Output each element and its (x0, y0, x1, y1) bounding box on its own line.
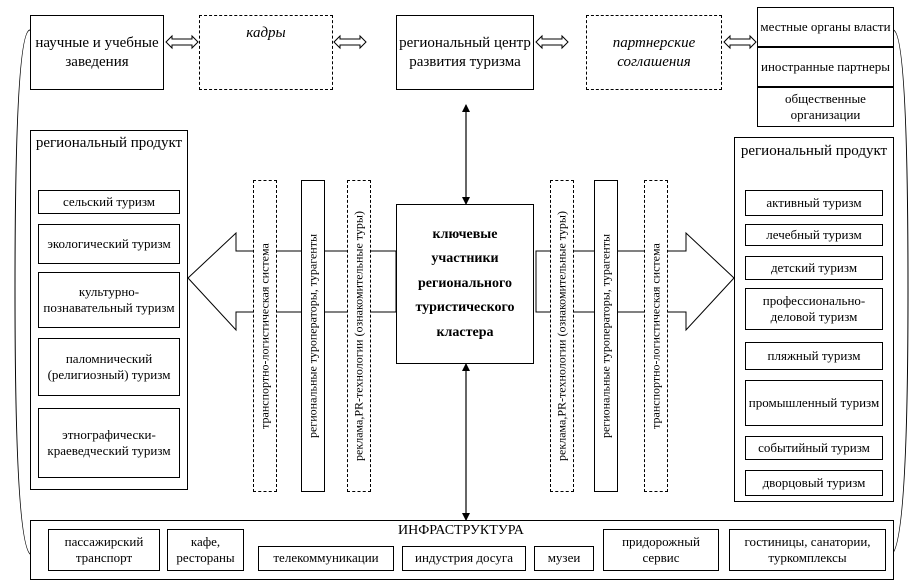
pr-technologies-left: реклама,PR-технологии (ознакомительные т… (347, 180, 371, 492)
left-product-title: региональный продукт (35, 135, 183, 151)
personnel-box: кадры (199, 15, 333, 90)
infra-item: придорожный сервис (603, 529, 719, 571)
left-product-item: паломнический (религиозный) туризм (38, 338, 180, 396)
right-product-title: региональный продукт (740, 143, 888, 159)
right-product-item: активный туризм (745, 190, 883, 216)
infra-item: пассажирский транспорт (48, 529, 160, 571)
left-product-item: культурно-познавательный туризм (38, 272, 180, 328)
partner-local-authorities: местные органы власти (757, 7, 894, 47)
right-product-item: событийный туризм (745, 436, 883, 460)
agreements-box: партнерские соглашения (586, 15, 722, 90)
tourism-center-box: региональный центр развития туризма (396, 15, 534, 90)
left-product-item: экологический туризм (38, 224, 180, 264)
infra-item: индустрия досуга (402, 546, 526, 571)
right-product-item: пляжный туризм (745, 342, 883, 370)
pr-technologies-right: реклама,PR-технологии (ознакомительные т… (550, 180, 574, 492)
transport-system-right: транспортно-логистическая система (644, 180, 668, 492)
left-product-item: сельский туризм (38, 190, 180, 214)
institutions-box: научные и учебные заведения (30, 15, 164, 90)
partner-public-orgs: общественные организации (757, 87, 894, 127)
infra-item: гостиницы, санатории, туркомплексы (729, 529, 886, 571)
outer-frame-right (889, 29, 909, 556)
infra-item: кафе, рестораны (167, 529, 244, 571)
right-big-arrow (535, 231, 735, 332)
right-product-item: профессионально-деловой туризм (745, 288, 883, 330)
right-product-item: промышленный туризм (745, 380, 883, 426)
left-product-item: этнографически-краеведческий туризм (38, 408, 180, 478)
partner-foreign: иностранные партнеры (757, 47, 894, 87)
touroperators-right: региональные туроператоры, турагенты (594, 180, 618, 492)
right-product-item: детский туризм (745, 256, 883, 280)
right-product-item: лечебный туризм (745, 224, 883, 246)
top-double-arrows (165, 34, 757, 50)
touroperators-left: региональные туроператоры, турагенты (301, 180, 325, 492)
infrastructure-title: ИНФРАСТРУКТУРА (398, 523, 524, 538)
infra-item: музеи (534, 546, 594, 571)
outer-frame-left (14, 29, 33, 556)
infra-item: телекоммуникации (258, 546, 394, 571)
cluster-core-box: ключевые участники регионального туристи… (396, 204, 534, 364)
right-product-item: дворцовый туризм (745, 470, 883, 496)
transport-system-left: транспортно-логистическая система (253, 180, 277, 492)
